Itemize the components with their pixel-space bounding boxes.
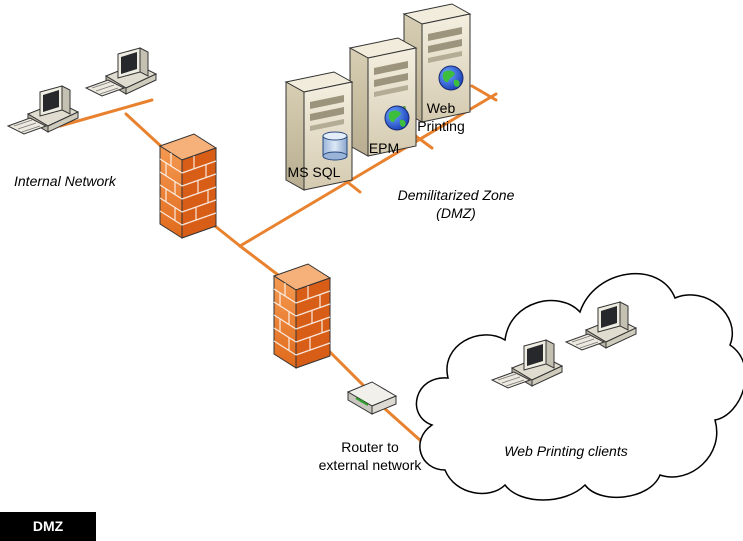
dmz-badge: DMZ [0, 512, 96, 541]
link-dmz-backbone [238, 92, 498, 248]
label-ms-sql: MS SQL [288, 164, 341, 180]
router-icon [346, 381, 398, 415]
firewall-internal-icon [159, 133, 217, 239]
firewall-external-icon [273, 263, 331, 369]
label-web-printing-clients: Web Printing clients [504, 443, 627, 459]
link-firewall2-to-router [324, 346, 370, 392]
label-dmz-line1: Demilitarized Zone [398, 187, 515, 203]
internal-workstation-2-icon [85, 47, 157, 97]
label-internal-network: Internal Network [14, 173, 117, 189]
epm-globe-icon [384, 105, 410, 131]
label-router-line2: external network [319, 457, 423, 473]
link-internal-workstations [58, 98, 154, 128]
link-webprinting-drop [470, 84, 498, 102]
label-web-line2: Printing [417, 118, 464, 134]
database-icon [322, 131, 348, 161]
cloud-icon [415, 273, 743, 501]
label-dmz-line2: (DMZ) [436, 205, 476, 221]
label-epm: EPM [369, 140, 399, 156]
label-router-line1: Router to [341, 439, 399, 455]
webprinting-globe-icon [438, 65, 464, 91]
internal-workstation-1-icon [7, 85, 79, 135]
label-web-line1: Web [427, 100, 456, 116]
epm-server-icon [349, 37, 417, 157]
